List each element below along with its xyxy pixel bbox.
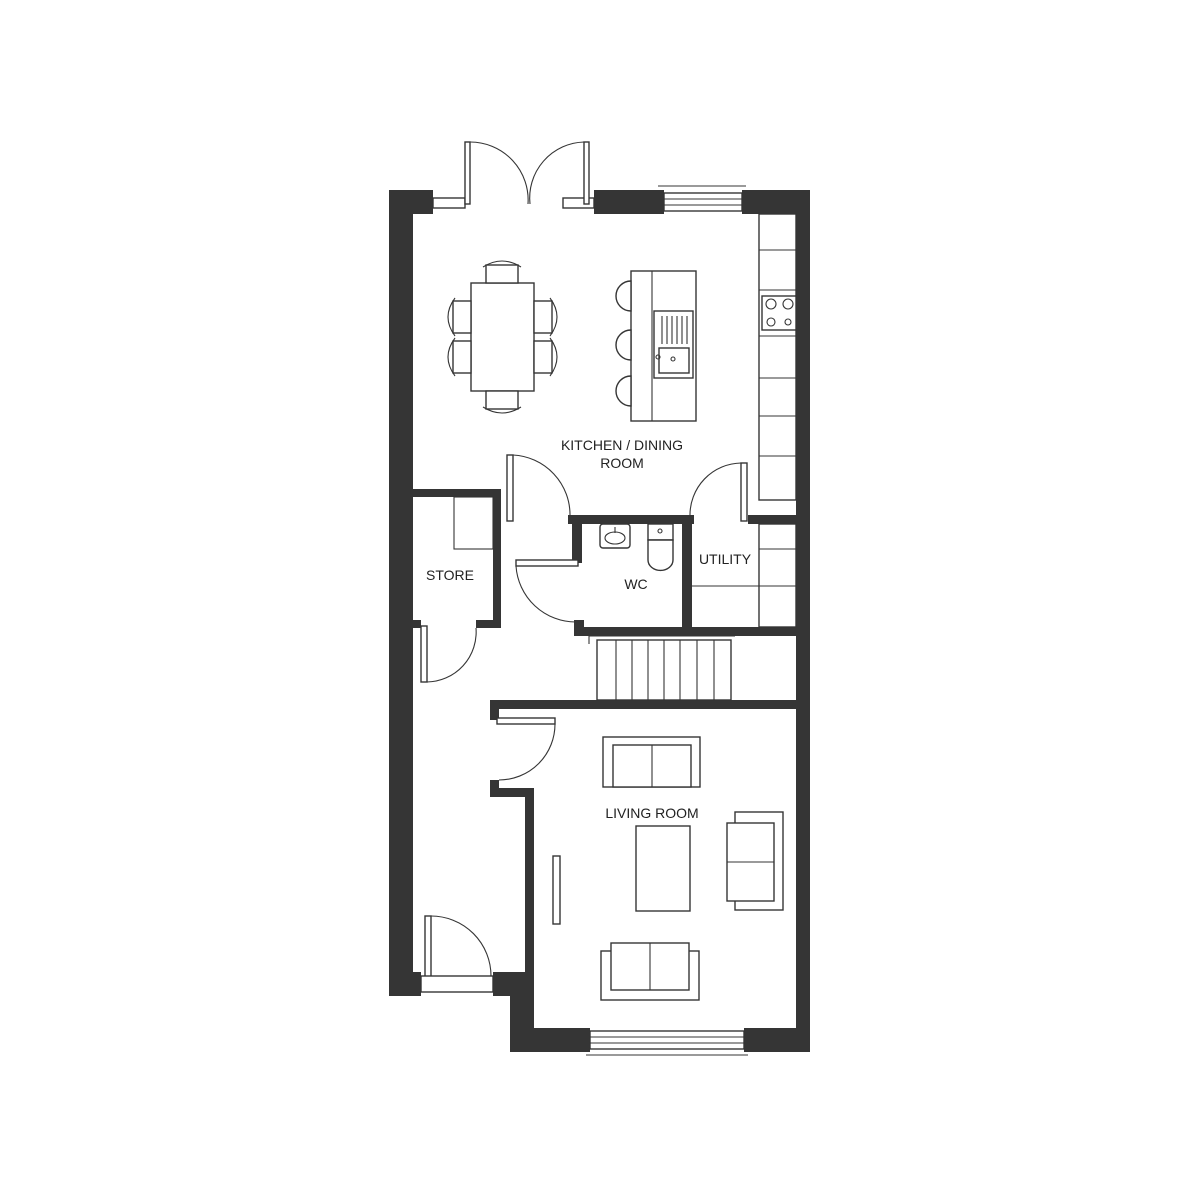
kitchen-units	[758, 213, 797, 501]
label-store: STORE	[426, 567, 474, 583]
outer-walls	[389, 190, 810, 1052]
dining-chairs	[447, 260, 558, 414]
tv-unit	[552, 855, 561, 925]
window-kitchen	[658, 185, 746, 212]
sink-icon	[653, 310, 694, 379]
wall-top-left-stub	[389, 190, 433, 214]
wall-bottom-right	[744, 1028, 810, 1052]
bar-stools	[615, 280, 632, 407]
door-wc	[515, 559, 579, 623]
store-shelf	[453, 496, 494, 550]
wall-store-door-stub	[413, 620, 421, 628]
wall-right	[796, 190, 810, 1052]
staircase	[588, 635, 735, 701]
wall-store-bottom	[476, 620, 501, 628]
wall-utility-top	[748, 515, 800, 524]
wall-wc-bottom	[574, 627, 800, 636]
wall-living-left	[525, 788, 534, 978]
wall-wc-top	[568, 515, 694, 524]
hob-icon	[761, 295, 797, 331]
wall-living-top	[490, 700, 800, 709]
label-wc: WC	[624, 576, 647, 592]
label-utility: UTILITY	[699, 551, 752, 567]
wall-living-top-stub	[490, 700, 499, 720]
wall-wc-left	[572, 515, 582, 563]
sofa-top	[602, 736, 701, 788]
label-kitchen-dining-room: ROOM	[600, 455, 644, 471]
door-living	[496, 717, 556, 781]
toilet-icon	[647, 523, 674, 572]
window-living	[586, 1030, 748, 1056]
coffee-table	[635, 825, 691, 912]
label-living-room: LIVING ROOM	[605, 805, 698, 821]
door-utility	[689, 462, 748, 522]
wall-top-mid	[594, 190, 664, 214]
door-store	[420, 625, 477, 683]
wall-store-top	[413, 489, 501, 497]
garden-double-door	[432, 141, 595, 209]
dining-table	[470, 282, 535, 392]
armchair	[726, 811, 784, 911]
wall-left	[389, 190, 413, 996]
wall-store-right-lower	[493, 519, 501, 628]
label-kitchen-dining: KITCHEN / DINING	[561, 437, 683, 453]
door-kitchen-hall	[506, 454, 571, 522]
sofa-bottom	[600, 942, 700, 1001]
wc-basin-icon	[599, 523, 631, 549]
wall-bottom-left-stub	[389, 972, 421, 996]
wall-wc-right	[682, 515, 692, 633]
wall-bottom-left	[510, 1028, 590, 1052]
wall-living-corner	[490, 788, 534, 797]
utility-units	[692, 523, 797, 628]
wall-store-right	[493, 489, 501, 519]
internal-walls	[413, 489, 800, 978]
front-door	[420, 915, 494, 993]
